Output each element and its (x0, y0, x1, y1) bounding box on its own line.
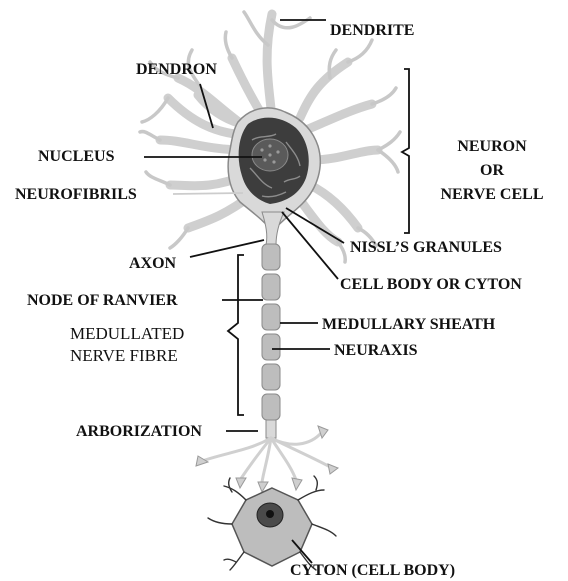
label-medullary-sheath: MEDULLARY SHEATH (322, 316, 495, 334)
label-neuron-line-2: OR (422, 159, 562, 183)
label-cyton-cell-body: CYTON (CELL BODY) (290, 562, 455, 580)
myelin-sheath-segments (262, 244, 280, 420)
label-axon: AXON (129, 255, 176, 273)
label-neuraxis: NEURAXIS (334, 342, 418, 360)
lower-cyton-nucleolus (266, 510, 274, 518)
axon-terminal-stem (266, 420, 276, 438)
label-cell-body-or-cyton: CELL BODY OR CYTON (340, 276, 522, 294)
label-arborization: ARBORIZATION (76, 423, 202, 441)
label-neurofibrils: NEUROFIBRILS (15, 186, 137, 204)
arborization-branches (205, 432, 332, 482)
label-neuron-line-1: NEURON (422, 135, 562, 159)
label-neuron-line-3: NERVE CELL (422, 183, 562, 207)
label-medullated-line-2: NERVE FIBRE (70, 345, 184, 367)
label-nissls-granules: NISSL’S GRANULES (350, 239, 502, 257)
label-medullated-line-1: MEDULLATED (70, 323, 184, 345)
axon-hillock (262, 212, 284, 245)
label-dendrite: DENDRITE (330, 22, 414, 40)
label-dendron: DENDRON (136, 61, 217, 79)
label-node-of-ranvier: NODE OF RANVIER (27, 292, 178, 310)
label-neuron-or-nerve-cell: NEURON OR NERVE CELL (422, 135, 562, 207)
label-medullated-nerve-fibre: MEDULLATED NERVE FIBRE (70, 323, 184, 367)
label-nucleus: NUCLEUS (38, 148, 114, 166)
